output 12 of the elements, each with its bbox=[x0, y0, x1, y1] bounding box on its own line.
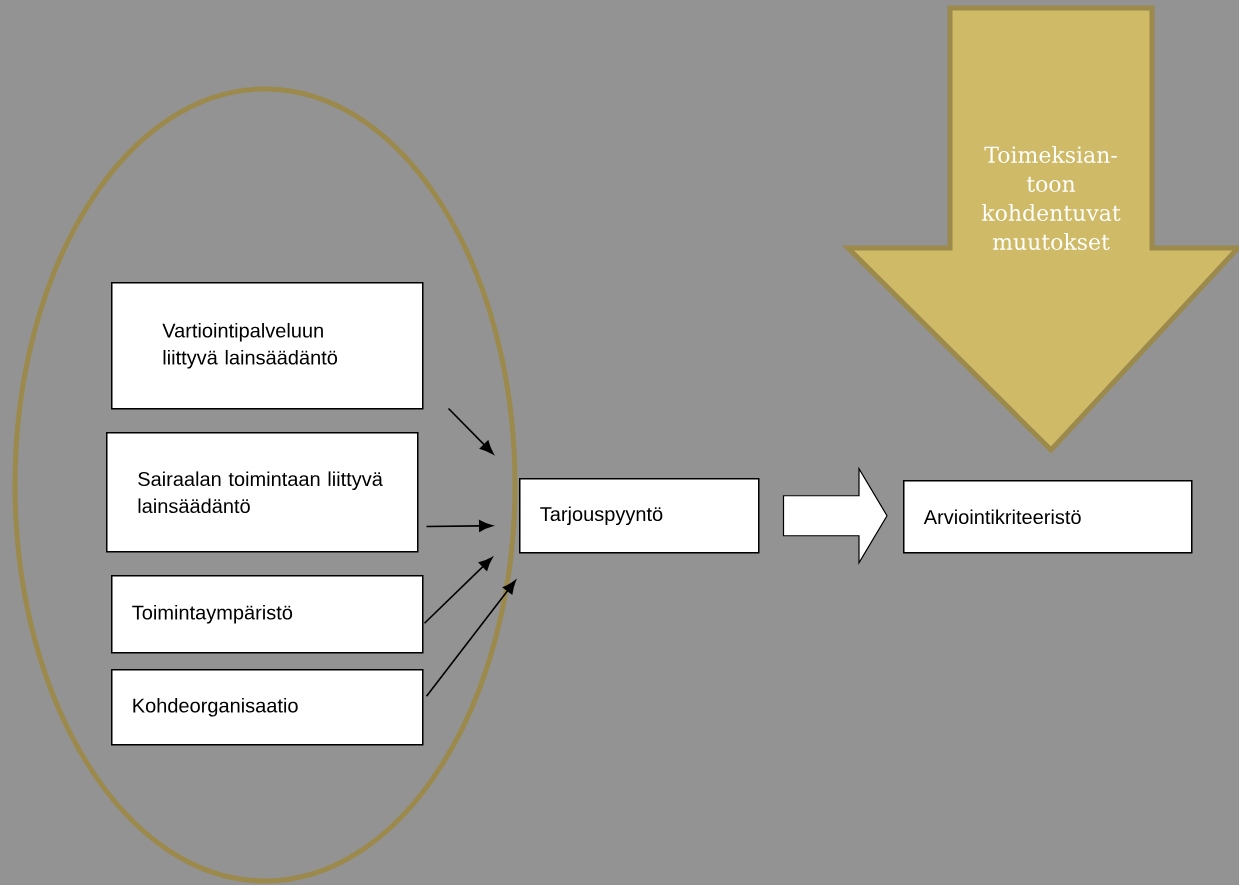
text-box: Kohdeorganisaatio bbox=[111, 669, 424, 746]
arrow bbox=[423, 557, 493, 625]
block-arrow bbox=[782, 466, 888, 565]
arrow bbox=[447, 407, 494, 455]
text-box: Tarjouspyyntö bbox=[519, 478, 760, 554]
text-box: Arviointikriteeristö bbox=[903, 480, 1193, 554]
group-ellipse bbox=[12, 86, 518, 884]
text-box: Sairaalan toimintaan liittyvä lainsäädäntö bbox=[106, 432, 419, 553]
text-box: Toimintaympäristö bbox=[111, 575, 424, 654]
arrow bbox=[425, 580, 516, 698]
arrow bbox=[425, 520, 493, 532]
text-box: Vartiointipalveluun liittyvä lainsäädäntö bbox=[111, 282, 424, 410]
